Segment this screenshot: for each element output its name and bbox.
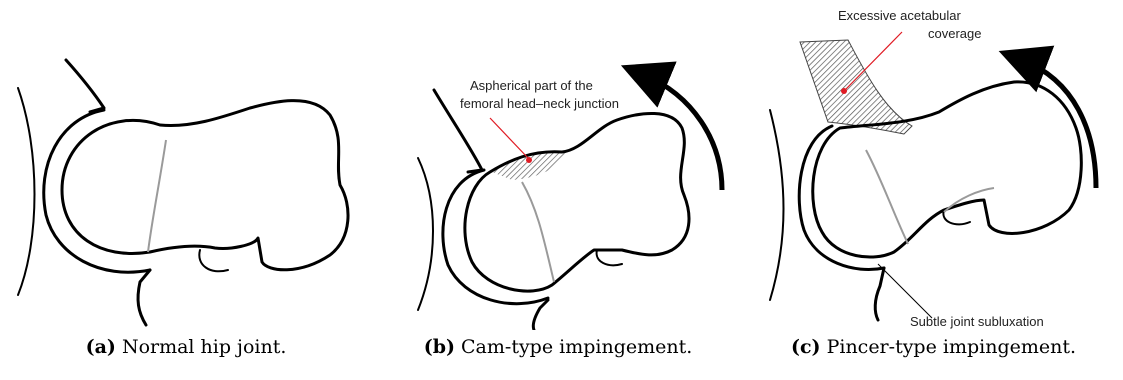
subluxation-pointer-line <box>878 264 932 318</box>
cam-annotation-line2: femoral head–neck junction <box>460 96 619 111</box>
cam-impingement-diagram: Aspherical part of the femoral head–neck… <box>372 0 744 330</box>
caption-cam-impingement: (b) Cam-type impingement. <box>372 336 744 358</box>
femoral-head <box>465 113 689 291</box>
coverage-annotation-line1: Excessive acetabular <box>838 8 962 23</box>
growth-plate-line <box>148 140 166 252</box>
cam-pointer-line <box>490 118 528 158</box>
subluxation-annotation: Subtle joint subluxation <box>910 314 1044 329</box>
growth-plate-line <box>522 182 554 282</box>
caption-tag: (c) <box>791 336 821 358</box>
caption-tag: (a) <box>86 336 116 358</box>
coverage-annotation-line2: coverage <box>928 26 981 41</box>
acetabulum-rim-lower <box>138 270 150 325</box>
femoral-head <box>62 101 348 270</box>
greater-trochanter <box>597 250 622 265</box>
caption-tag: (b) <box>424 336 455 358</box>
pelvis-outline <box>770 110 784 300</box>
pelvis-outline <box>418 158 433 310</box>
acetabulum-rim-upper <box>66 60 104 112</box>
acetabulum-rim-lower <box>875 268 884 320</box>
caption-text: Cam-type impingement. <box>461 336 692 358</box>
cam-pointer-dot <box>526 157 532 163</box>
growth-plate-line <box>866 150 994 244</box>
caption-text: Normal hip joint. <box>122 336 286 358</box>
caption-text: Pincer-type impingement. <box>827 336 1076 358</box>
panel-pincer-impingement: Excessive acetabular coverage Subtle joi… <box>744 0 1123 380</box>
acetabulum-rim-lower <box>533 300 548 330</box>
greater-trochanter <box>943 210 970 224</box>
panel-cam-impingement: Aspherical part of the femoral head–neck… <box>372 0 744 380</box>
pelvis-outline <box>18 88 35 295</box>
rotation-arrow <box>1022 60 1096 188</box>
excessive-coverage <box>800 40 912 134</box>
greater-trochanter <box>199 250 228 271</box>
coverage-pointer-dot <box>841 88 847 94</box>
normal-hip-diagram <box>0 0 372 330</box>
pincer-impingement-diagram: Excessive acetabular coverage Subtle joi… <box>744 0 1123 330</box>
cam-annotation-line1: Aspherical part of the <box>470 78 593 93</box>
panel-normal-hip: (a) Normal hip joint. <box>0 0 372 380</box>
caption-normal-hip: (a) Normal hip joint. <box>0 336 372 358</box>
caption-pincer-impingement: (c) Pincer-type impingement. <box>744 336 1123 358</box>
